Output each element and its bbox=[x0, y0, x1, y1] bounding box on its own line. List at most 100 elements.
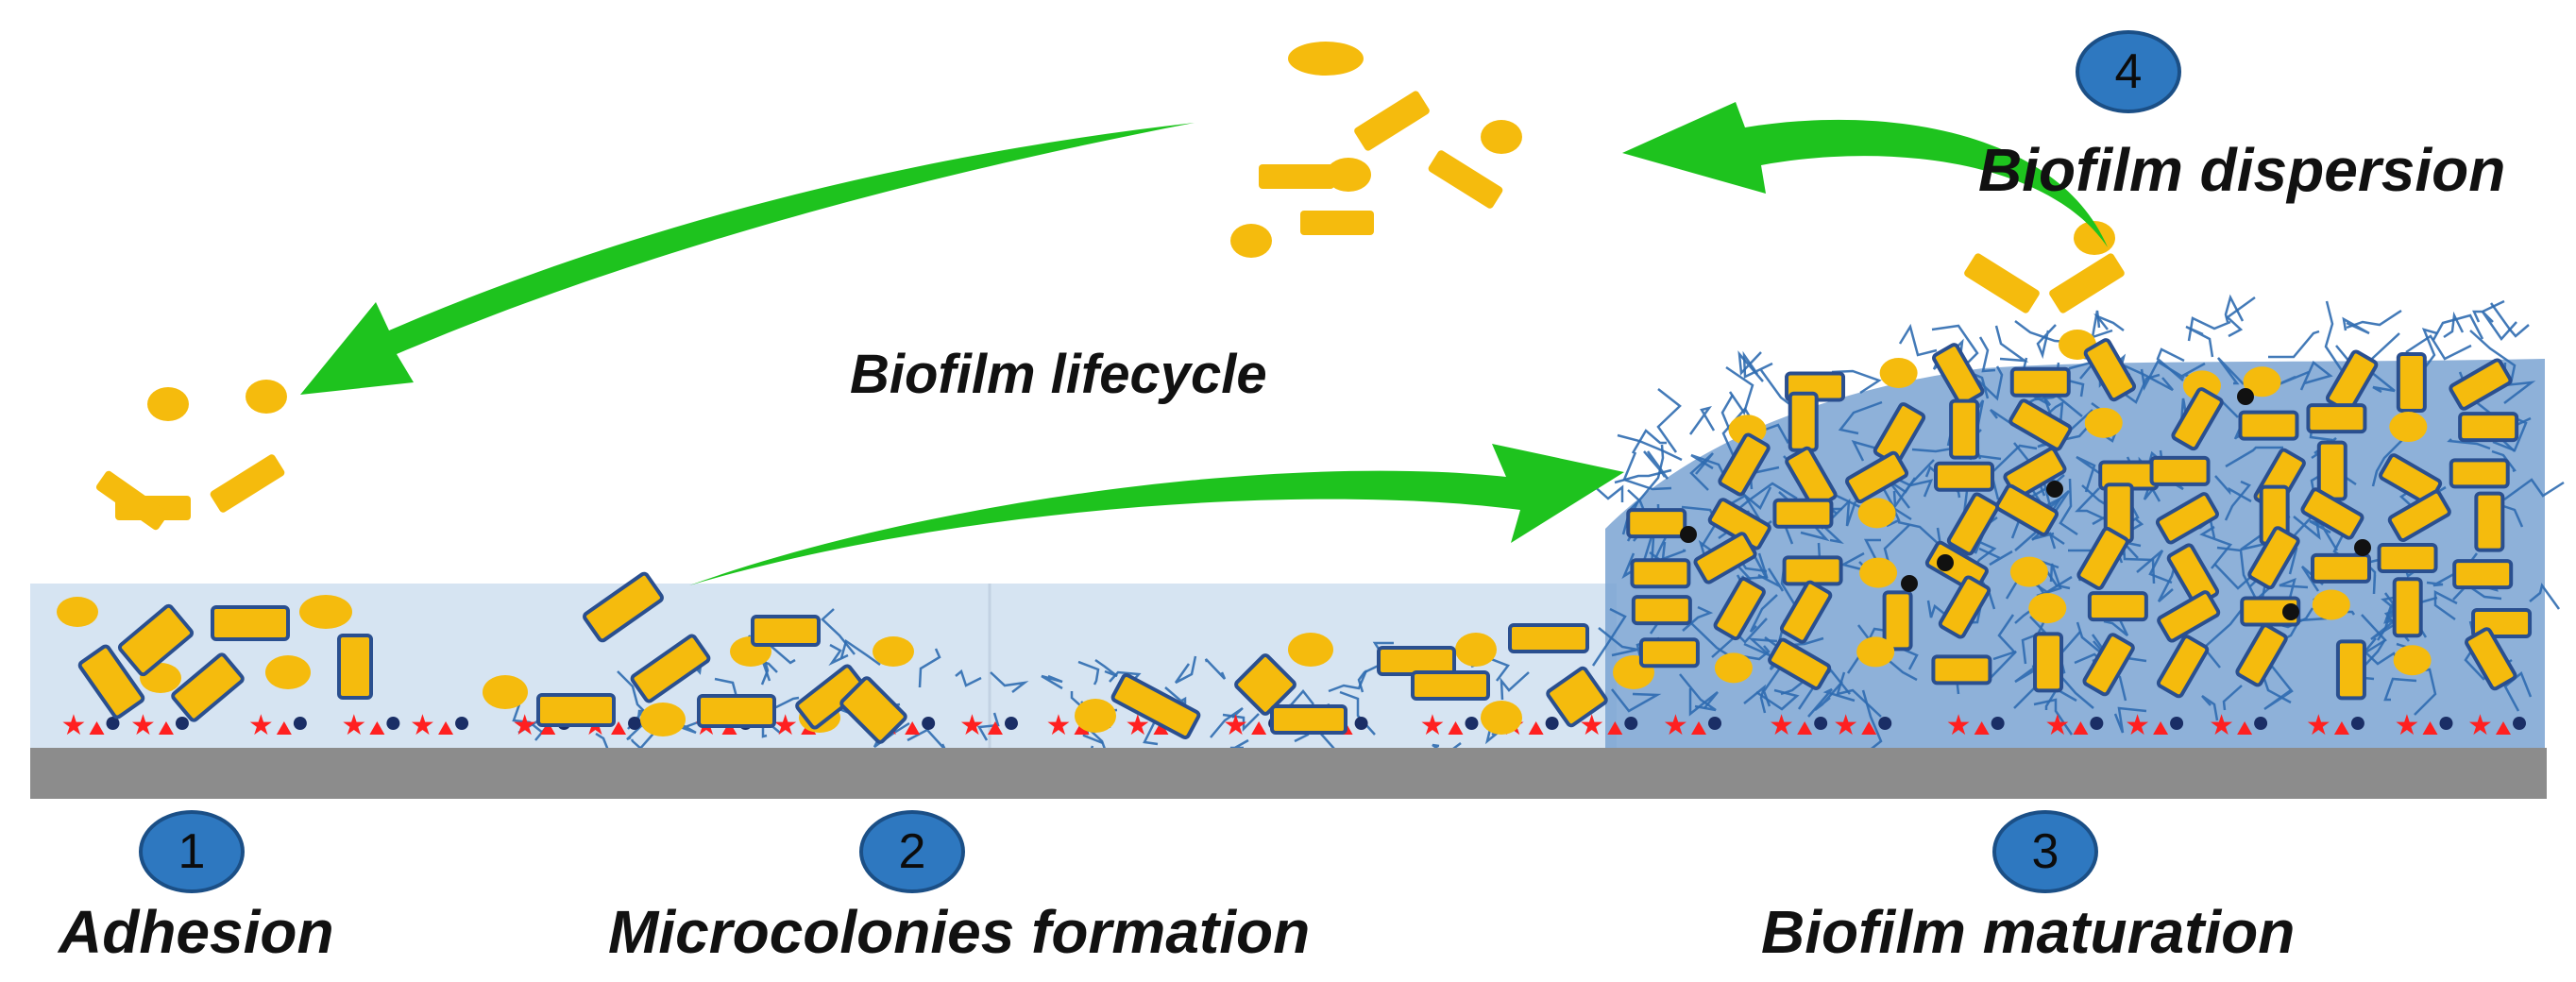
round-cell bbox=[1856, 636, 1895, 668]
matrix-fiber bbox=[1094, 658, 1118, 678]
rod-cell bbox=[1354, 91, 1430, 151]
matrix-fiber bbox=[2421, 328, 2438, 371]
rod-cell bbox=[1630, 558, 1691, 589]
round-cell bbox=[265, 655, 311, 689]
matrix-fiber bbox=[1204, 658, 1227, 680]
triangle-particle bbox=[369, 721, 385, 735]
rod-cell bbox=[2458, 412, 2519, 443]
matrix-fiber bbox=[1888, 477, 1917, 509]
dot-particle bbox=[1991, 717, 2005, 730]
rod-cell bbox=[1768, 637, 1832, 690]
dot-particle bbox=[2439, 717, 2453, 730]
rod-cell bbox=[1110, 673, 1201, 739]
matrix-fiber bbox=[1978, 336, 1996, 373]
matrix-fiber bbox=[2033, 698, 2074, 736]
round-cell bbox=[1481, 120, 1522, 154]
matrix-fiber bbox=[2031, 532, 2057, 550]
rod-cell bbox=[95, 470, 169, 531]
stage-4-badge: 4 bbox=[2076, 30, 2181, 113]
matrix-fiber bbox=[918, 648, 941, 688]
matrix-fiber bbox=[1682, 605, 1714, 632]
matrix-fiber bbox=[2381, 595, 2399, 618]
star-particle: ★ bbox=[1946, 709, 1972, 742]
star-particle: ★ bbox=[1833, 709, 1858, 742]
matrix-fiber bbox=[2201, 694, 2219, 721]
rod-cell bbox=[1994, 483, 2059, 536]
round-cell bbox=[1714, 652, 1753, 684]
star-particle: ★ bbox=[2209, 709, 2234, 742]
rod-cell bbox=[1508, 623, 1589, 653]
rod-cell bbox=[1882, 590, 1913, 652]
round-cell bbox=[147, 387, 189, 421]
star-particle: ★ bbox=[2394, 709, 2419, 742]
matrix-fiber bbox=[1077, 660, 1100, 686]
triangle-particle bbox=[1607, 721, 1623, 735]
lifecycle-title: Biofilm lifecycle bbox=[850, 344, 1267, 405]
dot-particle bbox=[922, 717, 936, 730]
matrix-fiber bbox=[839, 638, 881, 667]
triangle-particle bbox=[1691, 721, 1707, 735]
rod-cell bbox=[1949, 398, 1980, 460]
dark-particle bbox=[2282, 603, 2299, 620]
dot-particle bbox=[2090, 717, 2104, 730]
rod-cell bbox=[1377, 646, 1456, 676]
matrix-fiber bbox=[1737, 350, 1764, 382]
matrix-fiber bbox=[1743, 637, 1778, 657]
rod-cell bbox=[1713, 577, 1766, 641]
round-cell bbox=[1859, 557, 1898, 588]
rod-cell bbox=[1234, 653, 1296, 716]
matrix-fiber bbox=[2202, 599, 2250, 669]
triangle-particle bbox=[2073, 721, 2089, 735]
lifecycle-arrow-return bbox=[300, 123, 1195, 395]
matrix-fiber bbox=[2059, 478, 2078, 536]
rod-cell bbox=[2474, 491, 2505, 552]
dot-particle bbox=[2513, 717, 2527, 730]
matrix-fiber bbox=[1688, 688, 1719, 717]
matrix-fiber bbox=[1611, 688, 1662, 713]
matrix-fiber bbox=[2136, 550, 2173, 584]
matrix-fiber bbox=[1631, 429, 1667, 454]
rod-cell bbox=[2449, 358, 2513, 411]
matrix-fiber bbox=[2383, 677, 2417, 702]
rod-cell bbox=[1779, 580, 1833, 644]
star-particle: ★ bbox=[959, 709, 985, 742]
matrix-fiber bbox=[1328, 669, 1368, 693]
matrix-fiber bbox=[2324, 300, 2347, 376]
triangle-particle bbox=[1153, 721, 1169, 735]
star-particle: ★ bbox=[772, 709, 798, 742]
rod-cell bbox=[2311, 552, 2372, 584]
rod-cell bbox=[2235, 623, 2288, 687]
rod-cell bbox=[1638, 637, 1700, 669]
matrix-fiber bbox=[821, 608, 856, 655]
rod-cell bbox=[2452, 559, 2514, 590]
rod-cell bbox=[117, 603, 195, 677]
matrix-fiber bbox=[2481, 311, 2517, 342]
matrix-fiber bbox=[2224, 294, 2245, 323]
matrix-fiber bbox=[2216, 357, 2245, 385]
dot-particle bbox=[175, 717, 189, 730]
matrix-fiber bbox=[990, 671, 1029, 693]
triangle-particle bbox=[1251, 721, 1267, 735]
rod-cell bbox=[2149, 455, 2211, 486]
star-particle: ★ bbox=[2306, 709, 2331, 742]
star-particle: ★ bbox=[248, 709, 274, 742]
rod-cell bbox=[2387, 489, 2451, 543]
dot-particle bbox=[1354, 717, 1368, 730]
matrix-fiber bbox=[2036, 563, 2062, 598]
matrix-fiber bbox=[512, 703, 545, 735]
matrix-fiber bbox=[1690, 453, 1727, 479]
matrix-fiber bbox=[2503, 478, 2565, 501]
dot-particle bbox=[1624, 717, 1638, 730]
dark-particle bbox=[1901, 575, 1918, 592]
rod-cell bbox=[2238, 410, 2299, 441]
dot-particle bbox=[1004, 717, 1018, 730]
matrix-fiber bbox=[2076, 455, 2103, 493]
round-cell bbox=[2084, 407, 2123, 438]
rod-cell bbox=[1845, 450, 1909, 504]
rod-cell bbox=[536, 693, 616, 727]
triangle-particle bbox=[1797, 721, 1813, 735]
rod-cell bbox=[2300, 487, 2364, 540]
round-cell bbox=[1075, 699, 1116, 733]
dot-particle bbox=[1465, 717, 1479, 730]
